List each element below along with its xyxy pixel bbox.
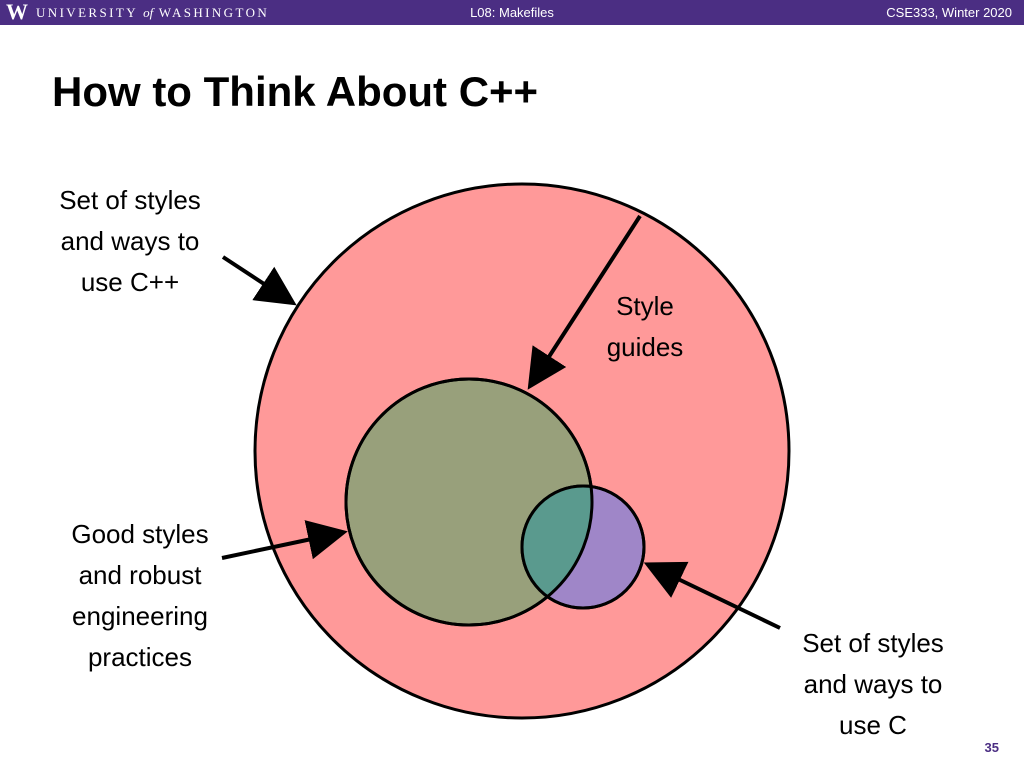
label-line: and ways to <box>60 226 200 256</box>
c-styles-outline <box>520 484 646 610</box>
university-of: of <box>143 5 154 20</box>
course-title: CSE333, Winter 2020 <box>886 5 1012 20</box>
label-line: Set of styles <box>802 628 944 658</box>
header-bar: W UNIVERSITY of WASHINGTON L08: Makefile… <box>0 0 1024 25</box>
label-line: use C <box>839 710 907 740</box>
label-line: engineering <box>72 601 208 631</box>
label-line: Style <box>616 291 674 321</box>
label-line: and ways to <box>803 669 943 699</box>
lecture-title: L08: Makefiles <box>470 5 554 20</box>
label-style-guides: Style guides <box>580 286 710 368</box>
label-good-styles: Good styles and robust engineering pract… <box>30 514 250 678</box>
label-cpp-styles: Set of styles and ways to use C++ <box>25 180 235 303</box>
label-line: Set of styles <box>59 185 201 215</box>
page-number: 35 <box>984 740 999 755</box>
good-styles-outline <box>344 377 594 627</box>
arrow-style-guides <box>527 214 642 390</box>
slide-title: How to Think About C++ <box>52 68 539 115</box>
arrow-cpp-styles <box>221 255 297 306</box>
arrow-good-styles <box>221 520 348 560</box>
label-line: and robust <box>78 560 202 590</box>
arrow-c-styles <box>643 561 781 630</box>
label-line: use C++ <box>80 267 180 297</box>
uw-logo-icon: W <box>6 0 28 24</box>
university-name: UNIVERSITY of WASHINGTON <box>36 5 269 20</box>
university-word: UNIVERSITY <box>36 5 138 20</box>
label-line: Good styles <box>71 519 209 549</box>
label-c-styles: Set of styles and ways to use C <box>768 623 978 746</box>
label-line: practices <box>87 642 193 672</box>
label-line: guides <box>606 332 684 362</box>
washington-word: WASHINGTON <box>158 5 270 20</box>
